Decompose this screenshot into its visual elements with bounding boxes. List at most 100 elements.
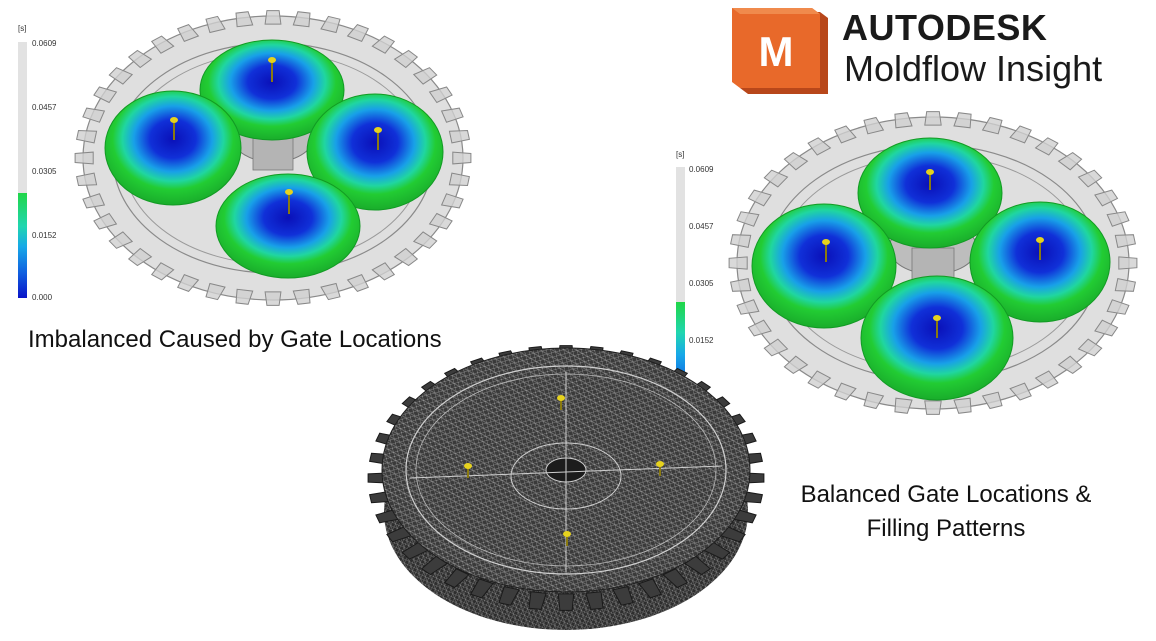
gear-tooth: [783, 151, 809, 171]
gear-tooth: [807, 370, 832, 389]
gear-tooth: [448, 172, 470, 187]
gear-tooth: [585, 591, 604, 610]
legend-tick: 0.0152: [32, 231, 57, 240]
gear-tooth: [127, 49, 153, 69]
gear-tooth: [320, 15, 341, 34]
gear-tooth: [440, 193, 464, 209]
gear-tooth: [127, 247, 153, 267]
gear-tooth: [428, 212, 453, 230]
fill-region-left: [751, 203, 897, 329]
legend-tick: 0.0305: [689, 279, 714, 288]
legend-left: [s] 0.0609 0.0457 0.0305 0.0152 0.000: [14, 24, 74, 304]
gear-tooth: [1009, 125, 1032, 144]
gear-tooth: [1009, 382, 1032, 401]
gear-tooth: [82, 107, 106, 123]
gear-tooth: [371, 35, 396, 54]
gear-tooth: [953, 112, 972, 129]
gear-tooth: [264, 10, 282, 25]
legend-unit: [s]: [18, 24, 27, 33]
gear-tooth: [150, 35, 175, 54]
gear-mesh: [367, 345, 765, 630]
product-name: Moldflow Insight: [844, 48, 1103, 89]
gate-marker: [268, 57, 276, 82]
gear-tooth: [74, 151, 94, 165]
gear-tooth: [82, 193, 106, 209]
gear-tooth: [1106, 211, 1130, 227]
gear-tooth: [205, 282, 226, 301]
gear-tooth: [1118, 256, 1138, 270]
gear-tooth: [924, 111, 942, 126]
gear-tooth: [292, 11, 311, 28]
gear-left-teeth: [74, 10, 472, 306]
gear-tooth: [747, 189, 772, 207]
legend-tick: 0.0457: [689, 222, 714, 231]
gear-tooth: [440, 107, 464, 123]
gear-tooth: [763, 169, 789, 188]
gear-tooth: [393, 247, 419, 267]
gear-tooth: [264, 291, 282, 306]
gate-marker: [557, 395, 565, 410]
gear-tooth: [93, 86, 118, 104]
legend-color-bar: [676, 167, 685, 385]
gear-right-teeth: [728, 111, 1138, 415]
gate-marker: [1036, 237, 1044, 260]
gear-tooth: [863, 116, 885, 135]
gear-tooth: [346, 273, 370, 292]
gear-tooth: [612, 586, 634, 606]
gear-tooth: [346, 24, 370, 43]
gate-marker: [464, 463, 472, 478]
gear-tooth: [783, 355, 809, 375]
gear-tooth: [108, 231, 134, 249]
legend-tick: 0.0609: [32, 39, 57, 48]
legend-tick: 0.0305: [32, 167, 57, 176]
gear-tooth: [76, 172, 98, 187]
gear-tooth: [894, 112, 913, 129]
gear-tooth: [176, 24, 200, 43]
gear-tooth: [76, 129, 98, 144]
gear-tooth: [452, 151, 472, 165]
gear-tooth: [292, 288, 311, 305]
gate-marker: [926, 169, 934, 190]
gate-marker: [563, 531, 571, 546]
gear-tooth: [371, 262, 396, 281]
gear-tooth: [205, 15, 226, 34]
gear-tooth: [834, 125, 857, 144]
gate-marker: [933, 315, 941, 338]
caption-balanced-line1: Balanced Gate Locations &: [800, 481, 1092, 508]
fill-region-left: [104, 90, 242, 206]
gear-tooth: [1034, 370, 1059, 389]
gear-tooth: [981, 391, 1003, 410]
gear-tooth: [235, 288, 254, 305]
gate-marker: [374, 127, 382, 150]
caption-balanced-line2: Filling Patterns: [866, 515, 1026, 542]
gear-tooth: [894, 397, 913, 414]
gear-tooth: [736, 211, 760, 227]
caption-balanced: Balanced Gate Locations & Filling Patter…: [768, 480, 1124, 544]
gear-tooth: [736, 299, 760, 315]
gear-tooth: [763, 338, 789, 357]
gear-tooth: [662, 568, 689, 589]
legend-tick: 0.000: [32, 293, 53, 302]
gate-marker: [285, 189, 293, 214]
gear-right: [728, 111, 1138, 415]
fill-region-right: [306, 93, 444, 211]
legend-tick: 0.0457: [32, 103, 57, 112]
legend-tick: 0.0609: [689, 165, 714, 174]
gear-tooth: [638, 578, 663, 599]
gear-tooth: [834, 382, 857, 401]
gear-tooth: [1094, 189, 1119, 207]
gear-tooth: [412, 231, 438, 249]
gate-marker: [170, 117, 178, 140]
gate-marker: [822, 239, 830, 262]
gear-left: [74, 10, 472, 306]
gear-tooth: [1094, 319, 1119, 337]
legend-right: [s] 0.0609 0.0457 0.0305 0.0152: [672, 150, 732, 390]
moldflow-logo-letter: M: [759, 28, 794, 75]
fill-region-top: [857, 137, 1003, 249]
gear-tooth: [981, 116, 1003, 135]
gear-tooth: [730, 278, 752, 292]
gear-tooth: [469, 578, 494, 599]
gear-tooth: [1114, 278, 1136, 292]
gear-tooth: [393, 49, 419, 69]
